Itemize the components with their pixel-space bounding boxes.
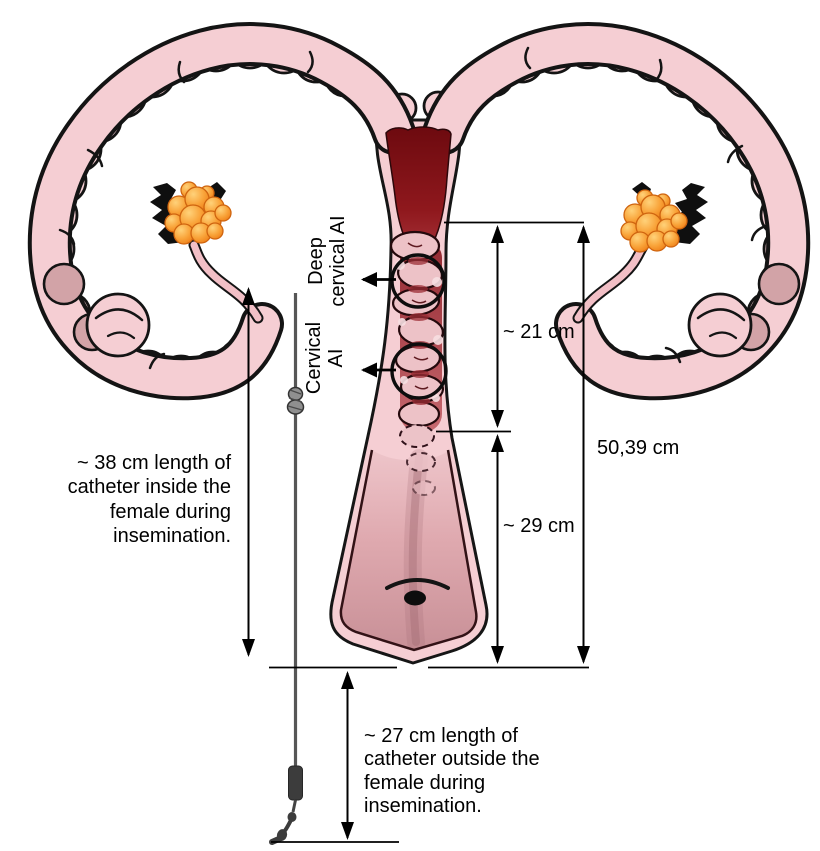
note-catheter-outside: ~ 27 cm length of catheter outside the f…	[364, 725, 540, 818]
oviduct-right	[572, 239, 650, 324]
label-deep-cervical-ai: Deep cervical AI	[305, 215, 349, 307]
measurement-21cm: ~ 21 cm	[503, 321, 575, 343]
horn-lobe-mauve	[42, 262, 86, 306]
label-cervical-ai: Cervical AI	[303, 321, 347, 395]
measurement-lines	[242, 221, 590, 843]
horn-lobe-mauve	[757, 262, 801, 306]
measurement-29cm: ~ 29 cm	[503, 515, 575, 537]
ovary-left	[164, 181, 232, 245]
catheter-handle	[288, 765, 303, 801]
label-arrows	[361, 272, 396, 378]
uterine-horn-right	[422, 22, 811, 401]
catheter	[269, 293, 305, 845]
deep-cervical-ai-circle	[390, 253, 446, 309]
horn-end-curl	[85, 292, 151, 358]
ovary-right	[620, 189, 688, 253]
note-catheter-inside: ~ 38 cm length of catheter inside the fe…	[67, 452, 231, 547]
measurement-total: 50,39 cm	[597, 437, 680, 459]
vestibule	[339, 424, 478, 652]
uterine-lumen	[385, 126, 452, 267]
vulva-mark	[385, 578, 450, 606]
horn-end-curl	[687, 292, 753, 358]
